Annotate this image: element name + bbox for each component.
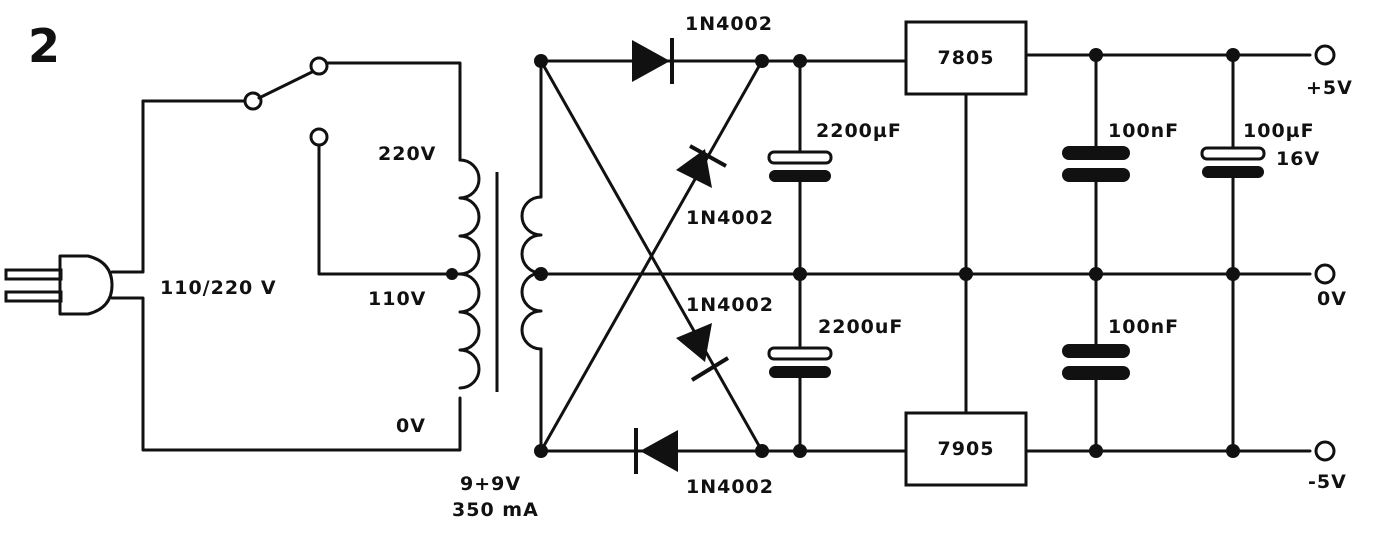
tap-220-label: 220V	[378, 143, 436, 165]
output-zero-label: 0V	[1317, 288, 1347, 310]
regulator-ground-node	[959, 267, 973, 281]
tap-110-junction	[446, 268, 458, 280]
secondary-current-label: 350 mA	[452, 499, 539, 521]
output-minus-label: -5V	[1308, 471, 1347, 493]
mains-voltage-label: 110/220 V	[160, 277, 277, 299]
diode-d3-label: 1N4002	[686, 294, 774, 316]
transformer-primary-coil	[458, 158, 481, 390]
capacitor-c4-icon	[1062, 272, 1130, 453]
output-plus-label: +5V	[1306, 77, 1353, 99]
capacitor-c1-label: 2200µF	[816, 120, 902, 142]
capacitor-c3-label: 100nF	[1108, 120, 1179, 142]
regulator-7805-label: 7805	[938, 47, 995, 69]
capacitor-c4-label: 100nF	[1108, 316, 1179, 338]
diode-d1-icon	[632, 38, 674, 84]
voltage-selector-switch	[141, 56, 462, 276]
diode-d3-icon	[676, 323, 730, 382]
figure-number: 2	[28, 19, 60, 73]
c5-ground-node	[1226, 267, 1240, 281]
capacitor-c1-icon	[767, 59, 833, 276]
diode-d2-icon	[676, 144, 727, 188]
c4-bottom-node	[1089, 444, 1103, 458]
diode-d2-label: 1N4002	[686, 207, 774, 229]
regulator-7905-box	[904, 411, 1028, 487]
diode-d4-icon	[634, 428, 678, 474]
diode-d4-label: 1N4002	[686, 476, 774, 498]
secondary-voltage-label: 9+9V	[460, 473, 521, 495]
output-zero-terminal	[1314, 263, 1336, 285]
c3-top-node	[1089, 48, 1103, 62]
mains-wire-top	[110, 99, 145, 274]
capacitor-c5-icon	[1200, 53, 1266, 453]
capacitor-c2-label: 2200uF	[818, 316, 903, 338]
c5-bottom-node	[1226, 444, 1240, 458]
output-minus-terminal	[1314, 440, 1336, 462]
c2-bottom-node	[793, 444, 807, 458]
capacitor-c3-icon	[1062, 53, 1130, 276]
c1-top-node	[793, 54, 807, 68]
regulator-7905-label: 7905	[938, 438, 995, 460]
mains-plug-icon	[4, 254, 114, 316]
bridge-cross-wire-2	[539, 59, 764, 453]
capacitor-c5-voltage-label: 16V	[1276, 148, 1320, 170]
capacitor-c2-icon	[767, 272, 833, 453]
tap-0-label: 0V	[396, 415, 426, 437]
capacitor-c5-value-label: 100µF	[1243, 120, 1315, 142]
mains-wire-bottom	[110, 296, 462, 452]
bridge-top-node	[755, 54, 769, 68]
output-plus-terminal	[1314, 44, 1336, 66]
c5-top-node	[1226, 48, 1240, 62]
bridge-bottom-node	[755, 444, 769, 458]
tap-110-label: 110V	[368, 288, 426, 310]
diode-d1-label: 1N4002	[685, 13, 773, 35]
